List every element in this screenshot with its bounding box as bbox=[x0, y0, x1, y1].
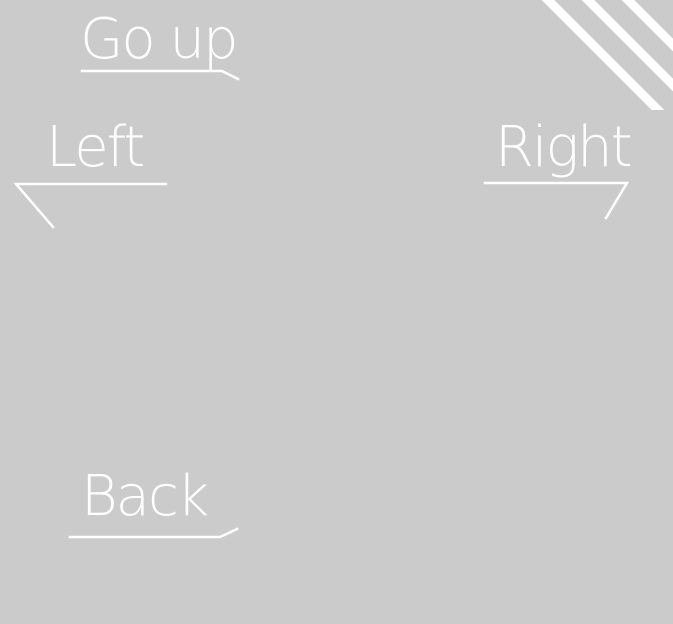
back-button[interactable]: Back bbox=[81, 469, 209, 525]
go-up-label: Go up bbox=[80, 7, 238, 72]
diagonal-stripes-icon bbox=[541, 0, 673, 110]
right-label: Right bbox=[495, 115, 633, 180]
right-button[interactable]: Right bbox=[495, 120, 633, 176]
stripe-2 bbox=[581, 0, 673, 92]
left-label: Left bbox=[46, 115, 145, 180]
go-up-button[interactable]: Go up bbox=[80, 12, 238, 68]
stripe-1 bbox=[541, 0, 665, 110]
left-button[interactable]: Left bbox=[46, 120, 145, 176]
stripe-3 bbox=[621, 0, 673, 52]
back-label: Back bbox=[81, 464, 209, 529]
